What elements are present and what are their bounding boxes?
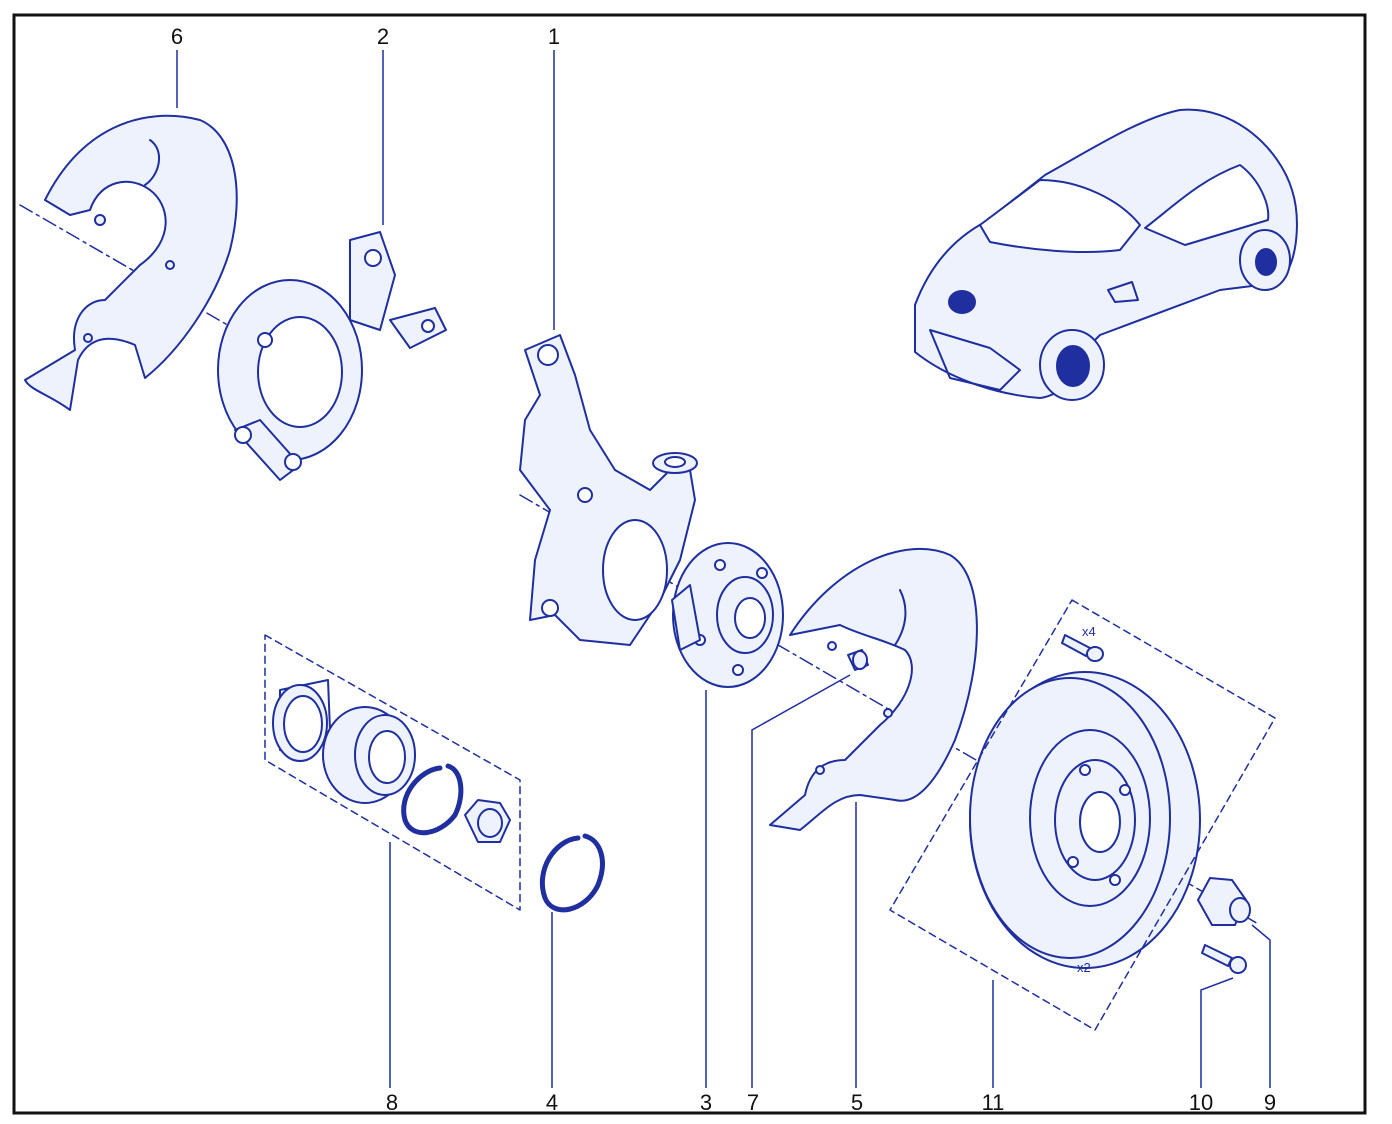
bolt-quantity-label: x4	[1082, 624, 1096, 639]
diagram-border	[12, 13, 1367, 1115]
steering-knuckle-left	[217, 231, 447, 481]
disc-screw-upper	[1061, 634, 1104, 662]
callout-11: 11	[982, 1090, 1005, 1115]
car-illustration	[914, 108, 1298, 401]
disc-screw-lower	[1201, 944, 1247, 974]
splash-shield-left	[24, 114, 238, 411]
callout-9: 9	[1264, 1090, 1276, 1115]
brake-disc	[969, 671, 1201, 969]
callout-10: 10	[1189, 1090, 1213, 1115]
bearing-kit-box	[264, 634, 521, 911]
hub-nut	[1197, 877, 1251, 926]
callout-3: 3	[700, 1090, 712, 1115]
callout-4: 4	[546, 1090, 558, 1115]
disc-quantity-label: x2	[1077, 960, 1091, 975]
callout-7: 7	[747, 1090, 759, 1115]
callout-8: 8	[386, 1090, 398, 1115]
steering-knuckle-right	[519, 334, 698, 646]
callout-6: 6	[171, 24, 183, 49]
screw-7	[847, 649, 869, 671]
callout-2: 2	[377, 24, 389, 49]
splash-shield-right	[769, 547, 978, 831]
callout-5: 5	[851, 1090, 863, 1115]
disc-kit-box	[889, 599, 1276, 1031]
circlip	[539, 833, 605, 913]
wheel-hub	[671, 542, 784, 688]
callout-1: 1	[548, 24, 560, 49]
bearing-kit	[272, 679, 511, 843]
